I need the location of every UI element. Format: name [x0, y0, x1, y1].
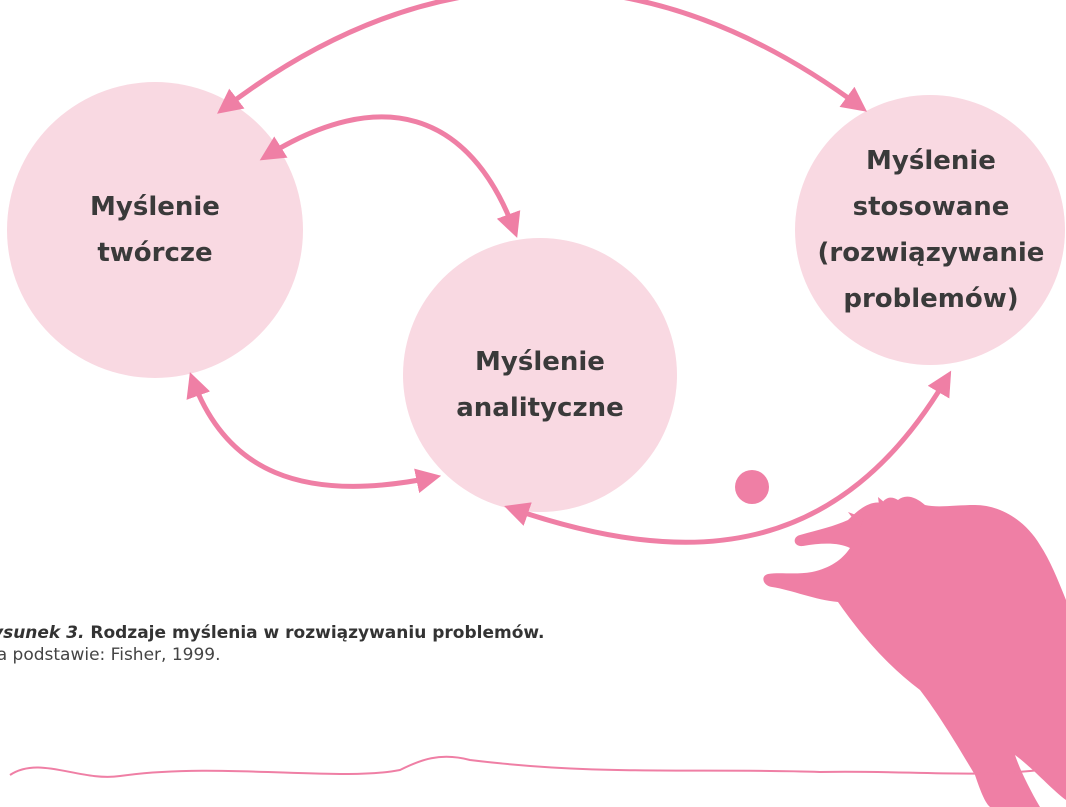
caption-source: la podstawie: Fisher, 1999. [0, 645, 221, 665]
arrow-creative-analytic-bottom [186, 372, 442, 494]
caption-title-line: ysunek 3. Rodzaje myślenia w rozwiązywan… [0, 622, 640, 644]
node-analytic-label: Myślenie analityczne [420, 330, 660, 440]
arrow-creative-applied [217, 0, 868, 114]
caption-title: Rodzaje myślenia w rozwiązywaniu problem… [84, 623, 545, 643]
node-applied-line1: Myślenie [866, 146, 996, 176]
node-applied-line4: problemów) [843, 284, 1019, 314]
caption-figure-number: ysunek 3. [0, 623, 85, 643]
cat-icon [763, 496, 1066, 807]
node-creative-label: Myślenie twórcze [40, 175, 270, 285]
ball-icon [735, 470, 769, 504]
node-applied-line3: (rozwiązywanie [817, 238, 1045, 268]
arrow-analytic-applied [504, 370, 952, 545]
node-analytic-line1: Myślenie [475, 347, 605, 377]
arrow-creative-analytic-top [259, 114, 521, 238]
node-analytic-line2: analityczne [456, 393, 624, 423]
node-creative-line2: twórcze [97, 238, 213, 268]
node-creative-line1: Myślenie [90, 192, 220, 222]
node-applied-circle [795, 95, 1065, 365]
node-applied-label: Myślenie stosowane (rozwiązywanie proble… [800, 125, 1062, 335]
figure-caption: ysunek 3. Rodzaje myślenia w rozwiązywan… [0, 622, 640, 666]
node-creative-circle [7, 82, 303, 378]
ground-line [9, 755, 1041, 778]
node-applied-line2: stosowane [852, 192, 1010, 222]
